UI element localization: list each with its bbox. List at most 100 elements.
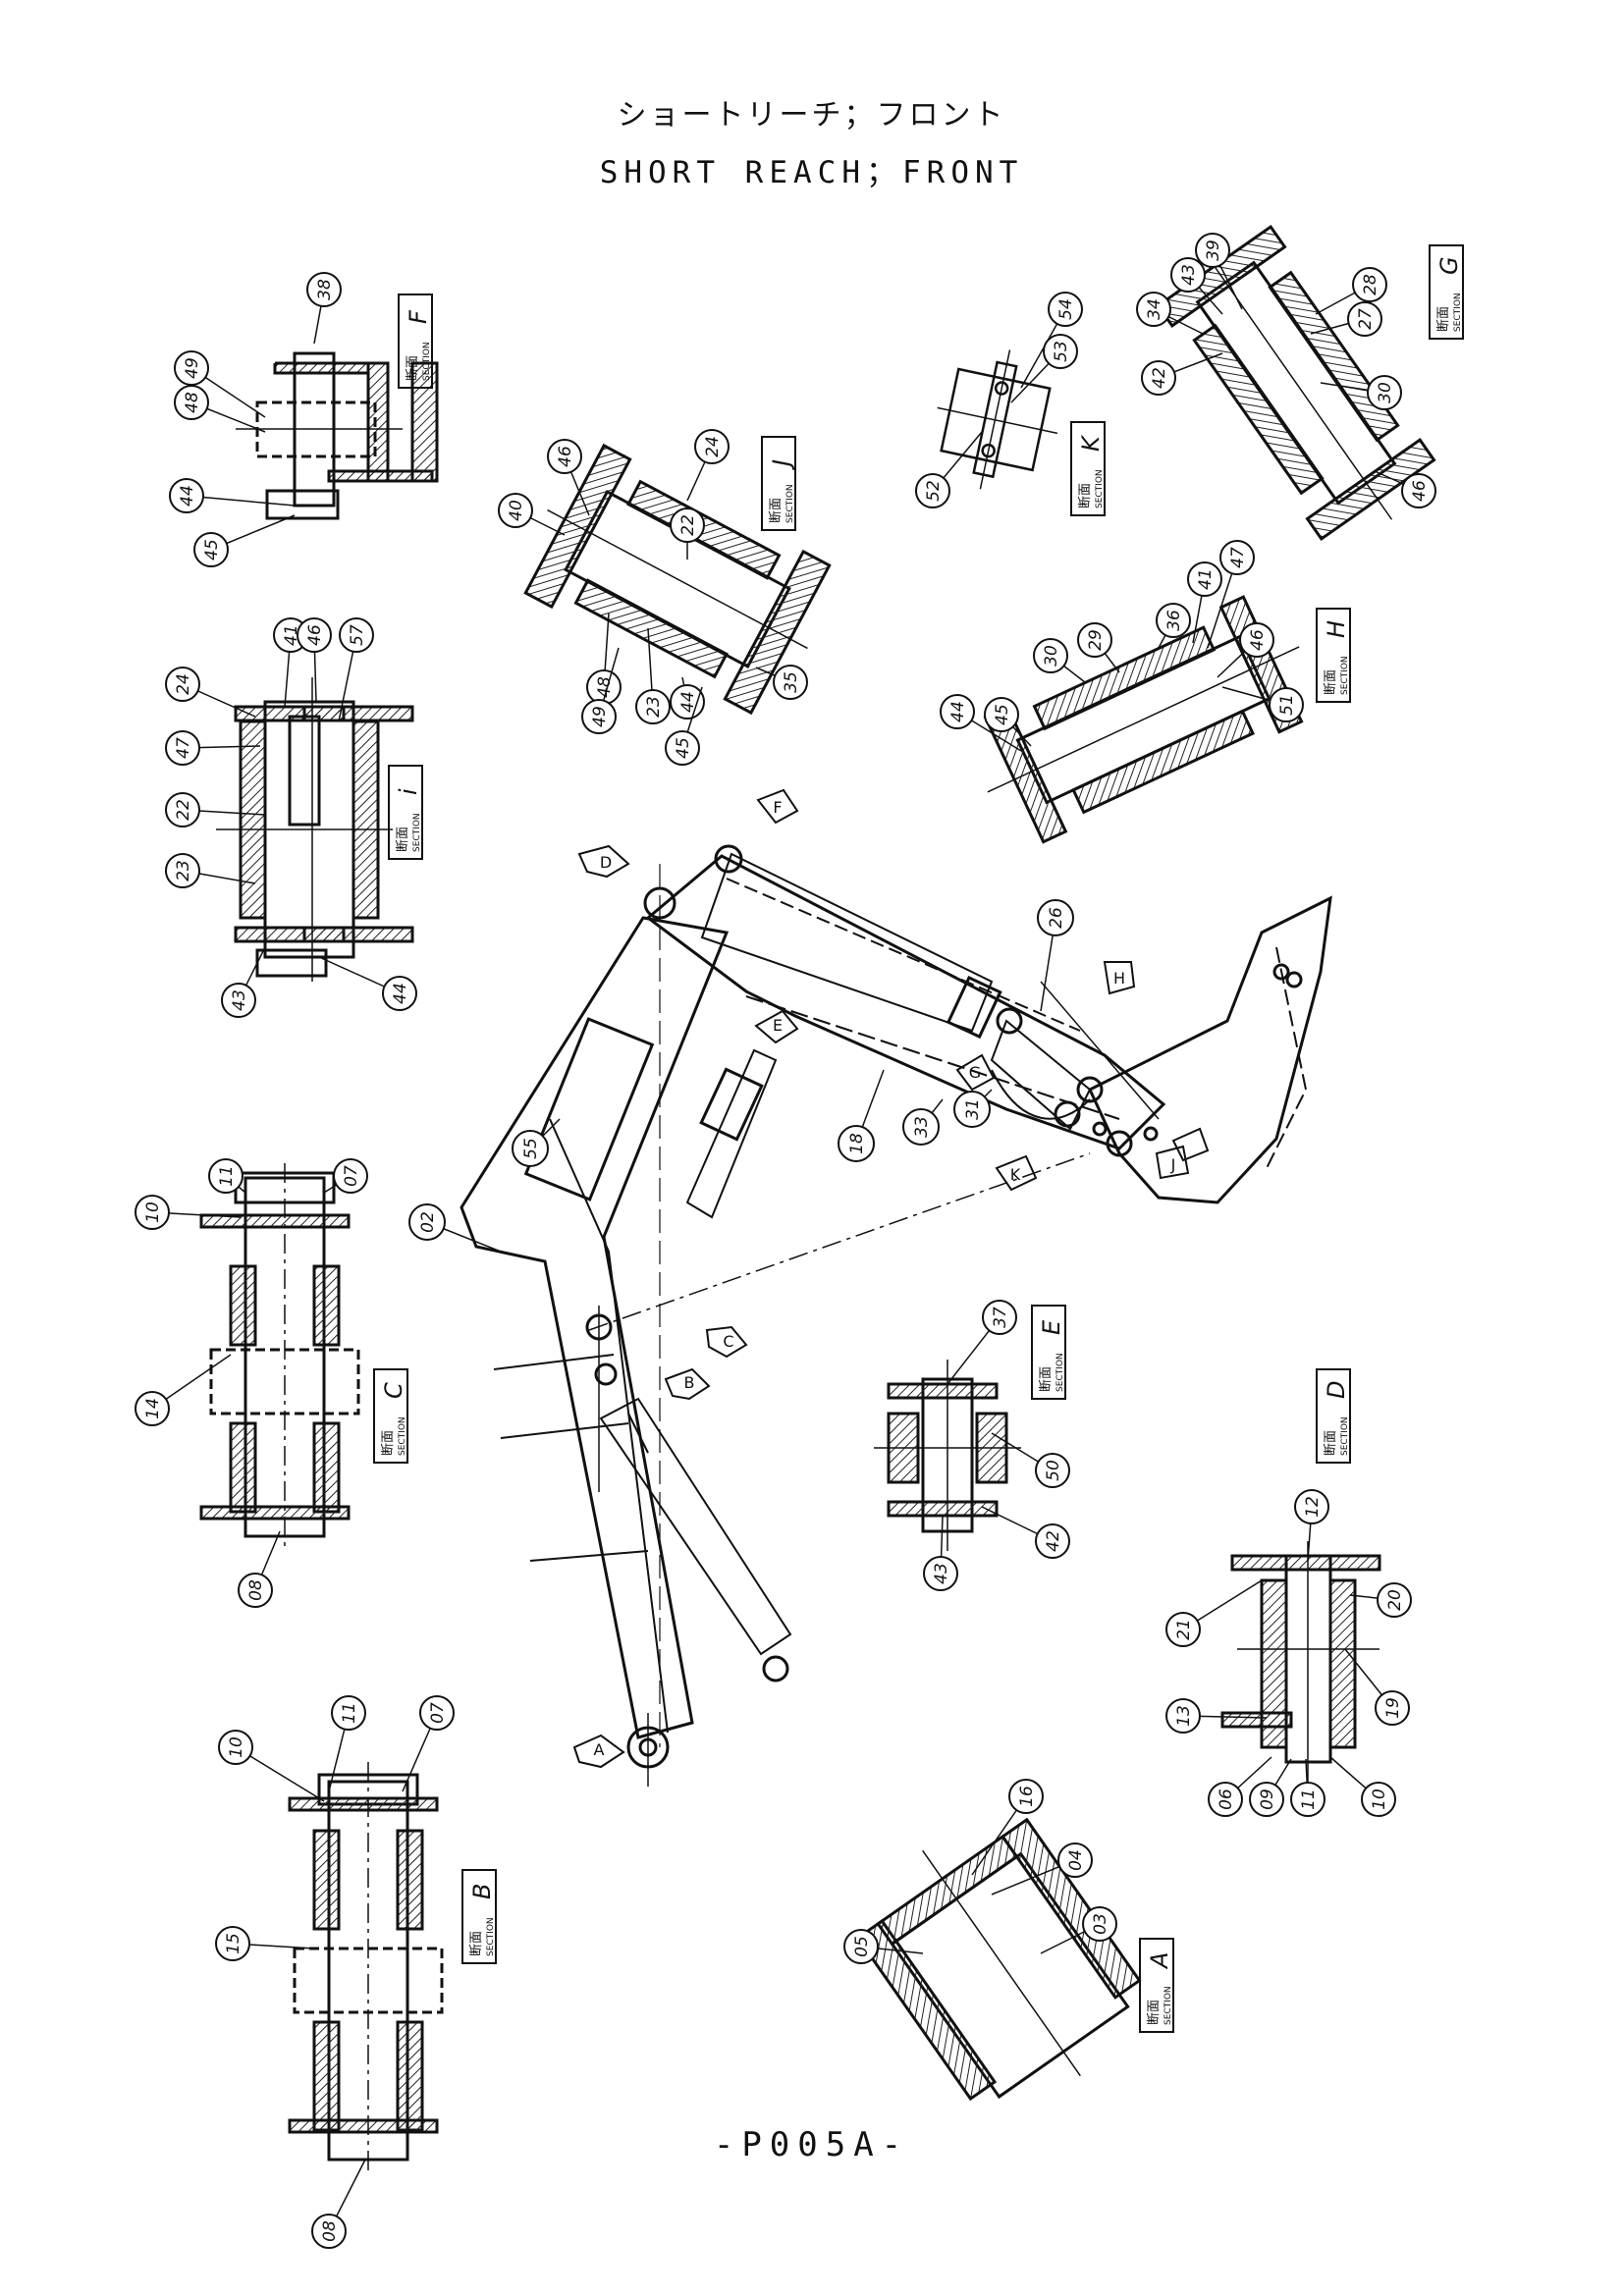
part-callout-d-12: 12 [1294,1489,1329,1562]
part-callout-d-09: 09 [1249,1758,1292,1817]
part-callout-c-11: 11 [208,1158,246,1194]
section-title-box [1031,1305,1066,1400]
callout-number: 10 [1370,1789,1389,1810]
section-word-label: SECTION [1163,1986,1173,2025]
section-kanji-label: 断面 [381,1430,396,1456]
callout-number: 41 [1196,568,1216,590]
callout-number: 46 [1410,480,1430,502]
callout-bubble [581,699,617,734]
callout-number: 24 [703,436,723,457]
callout-bubble [1057,1842,1093,1878]
callout-bubble [953,1091,991,1128]
callout-bubble [635,689,671,724]
marker-label-k: K [1010,1165,1021,1184]
callout-number: 47 [1228,547,1248,568]
part-callout-j-23: 23 [635,627,671,724]
callout-bubble [135,1391,170,1426]
callout-number: 24 [174,673,193,695]
section-d-drawing [1220,1541,1381,1782]
leader-line [186,495,296,507]
callout-bubble [1294,1489,1329,1524]
callout-number: 46 [305,624,325,646]
section-title-box [373,1368,408,1464]
callout-number: 49 [590,706,610,727]
part-callout-j-48: 48 [586,613,622,705]
callout-number: 39 [1204,240,1223,261]
part-callout-b-10: 10 [218,1730,325,1802]
callout-bubble [923,1556,958,1591]
section-kanji-label: 断面 [1078,483,1093,508]
part-callout-b-08: 08 [311,2159,366,2249]
callout-number: 46 [556,446,575,467]
callout-number: 38 [315,279,335,300]
part-callout-i-24: 24 [165,667,256,718]
section-c-drawing [199,1163,360,1551]
bucket-link [990,1019,1092,1131]
callout-number: 54 [1056,298,1076,320]
callout-bubble [419,1695,455,1731]
part-callout-c-08: 08 [238,1530,281,1608]
part-callout-g-27: 27 [1310,301,1382,337]
callout-bubble [306,272,342,307]
callout-number: 45 [202,539,222,561]
part-callout-i-47: 47 [165,730,261,766]
section-word-label: SECTION [1055,1353,1065,1392]
callout-number: 14 [143,1398,163,1419]
section-word-label: SECTION [1340,656,1350,695]
callout-bubble [547,439,582,474]
part-callout-f-48: 48 [174,385,266,433]
callout-number: 08 [246,1579,266,1601]
callout-bubble [498,493,533,528]
callout-bubble [1208,1782,1243,1817]
section-word-label: SECTION [398,1416,407,1456]
callout-bubble [902,1108,940,1146]
callout-bubble [1249,1782,1284,1817]
marker-flag-h [1103,961,1136,995]
callout-number: 43 [230,989,249,1011]
section-title-box [461,1869,497,1964]
callout-bubble [174,385,209,420]
part-callout-i-46: 46 [297,617,332,703]
callout-number: 55 [521,1138,541,1159]
marker-label-j: J [1170,1155,1176,1174]
callout-bubble [665,730,700,766]
part-callout-e-50: 50 [991,1432,1070,1488]
callout-number: 36 [1164,610,1184,631]
callout-bubble [1367,375,1402,410]
callout-bubble [1008,1779,1044,1814]
callout-number: 16 [1017,1786,1037,1807]
bucket-outline [1088,895,1332,1204]
callout-number: 49 [183,357,202,379]
callout-number: 33 [912,1116,932,1138]
part-callout-i-23: 23 [165,853,256,888]
callout-number: 57 [348,624,367,646]
section-letter: F [405,309,432,324]
callout-number: 07 [342,1165,361,1187]
section-letter: A [1146,1952,1173,1970]
callout-number: 30 [1042,645,1061,667]
callout-number: 42 [1044,1530,1063,1552]
part-callout-d-06: 06 [1208,1756,1272,1817]
callout-bubble [1136,292,1171,327]
section-word-label: SECTION [486,1917,496,1956]
callout-bubble [1361,1782,1396,1817]
marker-label-a: A [594,1740,605,1759]
callout-number: 35 [782,671,801,693]
section-letter: E [1038,1319,1065,1335]
callout-bubble [1377,1582,1412,1618]
callout-bubble [1269,687,1304,722]
callout-number: 09 [1258,1789,1277,1810]
callout-bubble [297,617,332,653]
part-callout-k-52: 52 [915,431,983,508]
callout-bubble [1352,267,1387,302]
part-callout-i-22: 22 [165,792,266,828]
callout-bubble [165,667,200,702]
callout-number: 12 [1303,1496,1323,1518]
callout-number: 51 [1277,694,1297,716]
part-callout-c-14: 14 [135,1354,232,1426]
